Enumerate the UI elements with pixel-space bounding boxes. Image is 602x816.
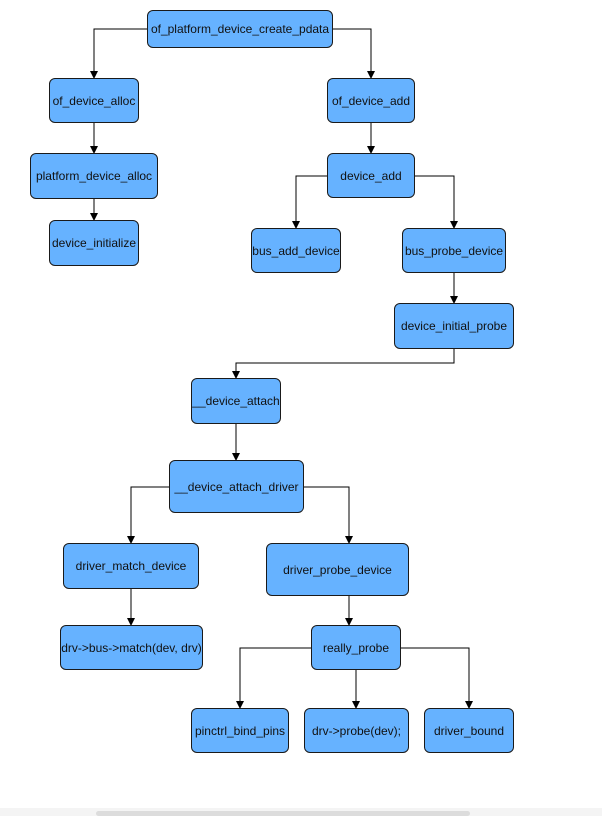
node-pinctrl-bind-pins[interactable]: pinctrl_bind_pins (191, 708, 289, 753)
edge-device-add-to-bus-add-device (292, 175, 327, 229)
node-of-platform-device-create-pdata[interactable]: of_platform_device_create_pdata (147, 10, 333, 48)
edge-attach-driver-to-driver-match-device (127, 486, 169, 544)
node-drv-probe[interactable]: drv->probe(dev); (304, 708, 409, 753)
edge-really-probe-to-driver-bound (401, 647, 473, 709)
edge-create-pdata-to-of-device-add (333, 28, 375, 79)
node-of-device-alloc[interactable]: of_device_alloc (49, 78, 139, 123)
edge-create-pdata-to-of-device-alloc (90, 28, 147, 79)
node-of-device-add[interactable]: of_device_add (327, 78, 415, 123)
node-driver-match-device[interactable]: driver_match_device (63, 543, 199, 589)
horizontal-scrollbar-thumb[interactable] (96, 811, 470, 816)
node-drv-bus-match[interactable]: drv->bus->match(dev, drv) (60, 625, 203, 670)
node-bus-add-device[interactable]: bus_add_device (251, 228, 341, 273)
edge-device-initial-probe-to-device-attach (232, 349, 455, 379)
node-platform-device-alloc[interactable]: platform_device_alloc (30, 153, 158, 199)
node-device-initialize[interactable]: device_initialize (49, 220, 139, 266)
node-driver-probe-device[interactable]: driver_probe_device (266, 543, 409, 596)
node-bus-probe-device[interactable]: bus_probe_device (402, 228, 506, 273)
edge-really-probe-to-pinctrl-bind-pins (236, 647, 311, 709)
edge-attach-driver-to-driver-probe-device (304, 486, 353, 544)
edge-device-add-to-bus-probe-device (415, 175, 458, 229)
node-really-probe[interactable]: really_probe (311, 625, 401, 670)
node-device-attach[interactable]: __device_attach (191, 378, 281, 424)
node-device-attach-driver[interactable]: __device_attach_driver (169, 460, 304, 513)
node-device-add[interactable]: device_add (327, 153, 415, 198)
node-driver-bound[interactable]: driver_bound (424, 708, 514, 753)
node-device-initial-probe[interactable]: device_initial_probe (394, 303, 514, 349)
